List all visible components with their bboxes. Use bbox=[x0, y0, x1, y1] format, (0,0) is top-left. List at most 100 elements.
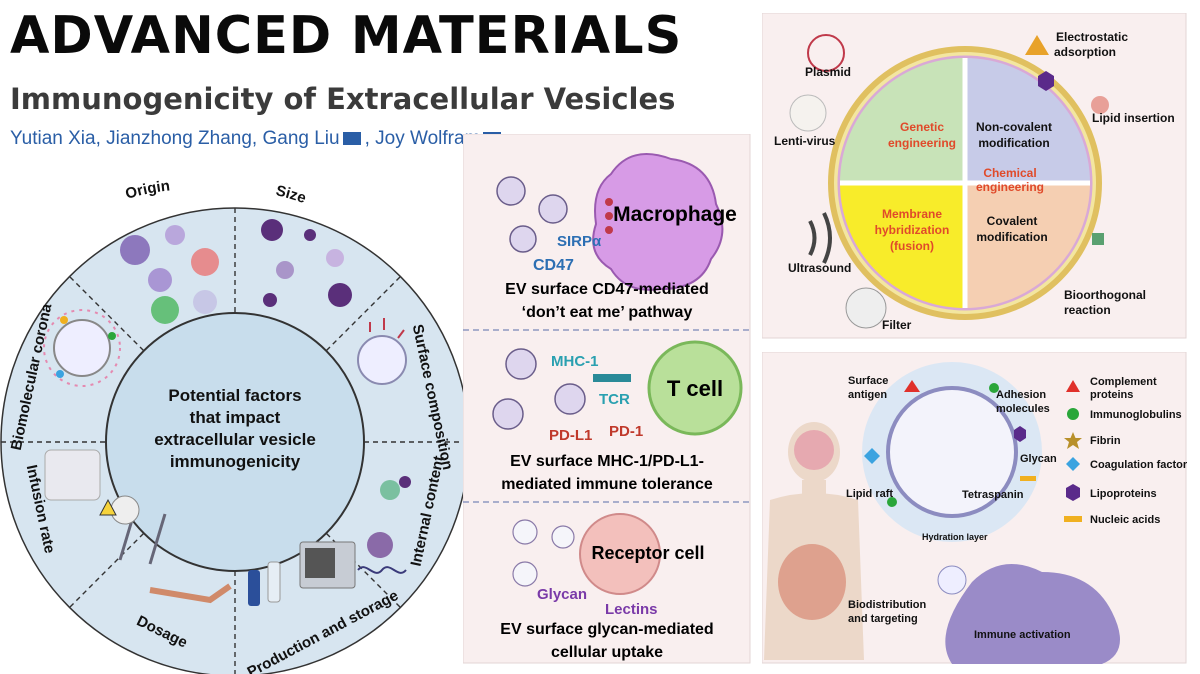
svg-text:modification: modification bbox=[976, 230, 1047, 244]
mhc1-label: MHC-1 bbox=[551, 353, 599, 370]
svg-text:that impact: that impact bbox=[190, 408, 281, 427]
quad-genetic bbox=[840, 58, 965, 183]
svg-text:Immune activation: Immune activation bbox=[974, 629, 1071, 641]
infusion-person-icon bbox=[44, 449, 140, 525]
lentivirus-icon bbox=[789, 94, 827, 132]
svg-text:Tetraspanin: Tetraspanin bbox=[962, 489, 1024, 501]
author-4[interactable]: Joy Wolfram bbox=[375, 128, 481, 149]
legend-diamond-icon bbox=[1066, 457, 1080, 471]
svg-text:Lipid insertion: Lipid insertion bbox=[1092, 111, 1175, 125]
article-title: Immunogenicity of Extracellular Vesicles bbox=[10, 82, 676, 116]
macrophage-label: Macrophage bbox=[613, 203, 737, 226]
svg-text:Biodistribution: Biodistribution bbox=[848, 599, 926, 611]
svg-text:Coagulation factors: Coagulation factors bbox=[1090, 459, 1187, 471]
segment-size: Size bbox=[274, 182, 308, 207]
engineering-panel: Genetic engineering Chemical engineering… bbox=[762, 13, 1187, 339]
legend-bar-icon bbox=[1064, 516, 1082, 522]
legend-triangle-icon bbox=[1066, 380, 1080, 392]
segment-origin: Origin bbox=[124, 177, 171, 202]
pdl1-label: PD-L1 bbox=[549, 427, 592, 444]
svg-text:Surface: Surface bbox=[848, 375, 888, 387]
svg-text:extracellular vesicle: extracellular vesicle bbox=[154, 430, 316, 449]
svg-text:immunogenicity: immunogenicity bbox=[170, 452, 301, 471]
svg-text:Nucleic acids: Nucleic acids bbox=[1090, 514, 1160, 526]
caption-2a: EV surface MHC-1/PD-L1- bbox=[510, 453, 704, 470]
svg-text:proteins: proteins bbox=[1090, 389, 1133, 401]
svg-text:Bioorthogonal: Bioorthogonal bbox=[1064, 288, 1146, 302]
legend-circle-icon bbox=[1067, 408, 1079, 420]
svg-text:Hydration layer: Hydration layer bbox=[922, 532, 988, 542]
svg-text:Fibrin: Fibrin bbox=[1090, 435, 1121, 447]
hexagon-icon bbox=[1038, 71, 1054, 91]
glycan-label: Glycan bbox=[537, 586, 587, 603]
svg-text:Glycan: Glycan bbox=[1020, 453, 1057, 465]
svg-text:engineering: engineering bbox=[888, 136, 956, 150]
internal-content-icon bbox=[357, 476, 411, 574]
svg-text:Chemical: Chemical bbox=[983, 166, 1036, 180]
svg-text:reaction: reaction bbox=[1064, 303, 1111, 317]
email-icon[interactable] bbox=[342, 132, 361, 145]
author-3[interactable]: Gang Liu bbox=[262, 128, 340, 149]
caption-1a: EV surface CD47-mediated bbox=[505, 281, 709, 298]
legend-hexagon-icon bbox=[1066, 484, 1080, 501]
ev-particles-icon bbox=[496, 176, 568, 253]
bioorthogonal-icon bbox=[1092, 233, 1104, 245]
author-1[interactable]: Yutian Xia bbox=[10, 128, 96, 149]
size-particles-icon bbox=[261, 219, 352, 307]
caption-1b: ‘don’t eat me’ pathway bbox=[522, 304, 693, 321]
svg-text:Potential factors: Potential factors bbox=[168, 386, 301, 405]
svg-text:adsorption: adsorption bbox=[1054, 45, 1116, 59]
svg-text:Lipoproteins: Lipoproteins bbox=[1090, 488, 1157, 500]
organs-icon bbox=[778, 544, 846, 620]
quad-noncovalent bbox=[965, 58, 1090, 183]
immune-cell-icon bbox=[945, 564, 1120, 664]
receptor-cell-icon bbox=[579, 513, 661, 595]
caption-3b: cellular uptake bbox=[551, 644, 663, 661]
receptor-cell-label: Receptor cell bbox=[591, 543, 704, 563]
caption-2b: mediated immune tolerance bbox=[501, 476, 713, 493]
svg-text:Plasmid: Plasmid bbox=[805, 65, 851, 79]
factors-wheel: Origin Size Surface composition Internal… bbox=[0, 177, 470, 674]
corona-protein-icons bbox=[864, 380, 1036, 507]
svg-text:(fusion): (fusion) bbox=[890, 239, 934, 253]
author-list: Yutian Xia, Jianzhong Zhang, Gang Liu, J… bbox=[10, 128, 505, 150]
svg-text:Complement: Complement bbox=[1090, 376, 1157, 388]
svg-text:Adhesion: Adhesion bbox=[996, 389, 1046, 401]
t-cell-icon bbox=[647, 340, 743, 436]
svg-text:Origin: Origin bbox=[124, 177, 171, 202]
sirpa-label: SIRPα bbox=[557, 233, 602, 250]
wheel-center-text: Potential factors that impact extracellu… bbox=[154, 386, 316, 471]
ev-membrane-icon bbox=[886, 386, 1018, 518]
ev-particles-icon bbox=[512, 519, 575, 587]
svg-text:hybridization: hybridization bbox=[875, 223, 950, 237]
svg-text:engineering: engineering bbox=[976, 180, 1044, 194]
lectins-label: Lectins bbox=[605, 601, 658, 618]
svg-text:Immunoglobulins: Immunoglobulins bbox=[1090, 409, 1182, 421]
ultrasound-icon bbox=[808, 212, 832, 264]
legend-star-icon bbox=[1064, 432, 1082, 449]
caption-3a: EV surface glycan-mediated bbox=[500, 621, 713, 638]
macrophage-icon bbox=[592, 153, 724, 291]
svg-text:Covalent: Covalent bbox=[987, 214, 1038, 228]
origin-cells-icon bbox=[120, 225, 219, 324]
pathway-panel: Macrophage SIRPα CD47 EV surface CD47-me… bbox=[463, 134, 751, 664]
svg-text:molecules: molecules bbox=[996, 403, 1050, 415]
legend: Complement proteins Immunoglobulins Fibr… bbox=[1064, 376, 1187, 526]
lipid-icon bbox=[1091, 96, 1109, 114]
author-2[interactable]: Jianzhong Zhang bbox=[106, 128, 252, 149]
svg-text:and targeting: and targeting bbox=[848, 613, 918, 625]
ev-particles-icon bbox=[492, 348, 586, 430]
quad-membrane bbox=[840, 183, 965, 308]
quad-covalent bbox=[965, 183, 1090, 308]
svg-text:Lenti-virus: Lenti-virus bbox=[774, 134, 836, 148]
triangle-icon bbox=[1025, 35, 1049, 55]
cd47-label: CD47 bbox=[533, 257, 574, 274]
filter-icon bbox=[845, 287, 887, 329]
production-icons bbox=[248, 541, 356, 606]
tcr-icon bbox=[593, 374, 631, 382]
surface-ev-icon bbox=[357, 318, 407, 385]
svg-text:Electrostatic: Electrostatic bbox=[1056, 30, 1128, 44]
tcr-label: TCR bbox=[599, 391, 630, 408]
plasmid-icon bbox=[807, 34, 845, 72]
corona-ev-icon bbox=[43, 309, 121, 387]
